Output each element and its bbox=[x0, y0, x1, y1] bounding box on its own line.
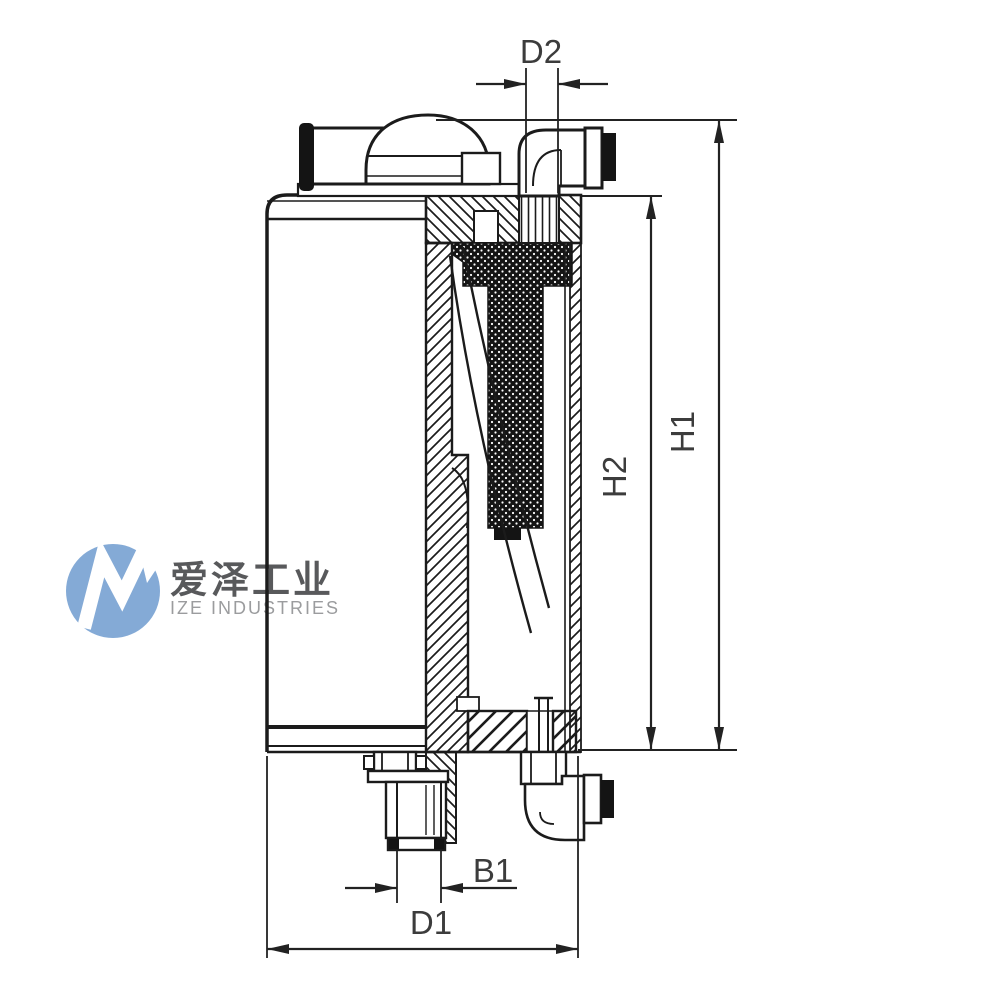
b1-arrowhead bbox=[375, 883, 397, 893]
d1-arrowhead bbox=[267, 944, 289, 954]
drain-plug-cap bbox=[386, 836, 447, 852]
bottom-elbow-nut bbox=[519, 750, 568, 786]
top-elbow-cap bbox=[602, 133, 616, 181]
h1-arrowhead bbox=[714, 120, 724, 143]
bottom-elbow-ring bbox=[582, 773, 603, 825]
dimension-h1: H1 bbox=[436, 119, 737, 751]
tank-body bbox=[265, 193, 500, 754]
b1-extension-lines bbox=[396, 850, 442, 903]
top-elbow-body bbox=[517, 128, 587, 198]
d1-extension-lines bbox=[266, 756, 579, 958]
drain-bore-lines bbox=[396, 782, 442, 838]
top-elbow-thread bbox=[518, 195, 560, 244]
drain-assembly bbox=[363, 750, 457, 852]
h2-arrowhead bbox=[646, 196, 656, 219]
top-head-assembly bbox=[296, 113, 522, 198]
dome-side-block bbox=[460, 151, 502, 186]
dimension-d2: D2 bbox=[476, 33, 608, 193]
dimension-label-d2: D2 bbox=[520, 33, 562, 70]
d2-arrowhead bbox=[558, 79, 580, 89]
right-wall-section bbox=[569, 242, 582, 753]
logo-zigzag bbox=[77, 538, 151, 630]
logo-notch-top bbox=[137, 541, 163, 583]
central-section-column bbox=[424, 193, 583, 754]
dimension-label-d1: D1 bbox=[410, 904, 452, 941]
flange-stud bbox=[538, 699, 549, 752]
dimension-label-b1: B1 bbox=[473, 852, 513, 889]
dimension-b1: B1 bbox=[345, 850, 517, 903]
drain-plug-body bbox=[384, 780, 448, 840]
top-elbow-ring bbox=[583, 126, 604, 190]
tank-outline bbox=[265, 193, 500, 752]
ize-logo: 爱泽工业 IZE INDUSTRIES bbox=[66, 538, 340, 654]
dimension-label-h1: H1 bbox=[664, 411, 701, 453]
d1-arrowhead bbox=[556, 944, 578, 954]
head-base-plate bbox=[296, 182, 522, 198]
b1-arrowhead bbox=[441, 883, 463, 893]
seat-step bbox=[456, 696, 480, 712]
bottom-elbow-cap bbox=[601, 780, 614, 818]
h2-arrowhead bbox=[646, 727, 656, 750]
drain-washer bbox=[366, 769, 450, 784]
element-foot bbox=[494, 528, 521, 540]
dimension-label-h2: H2 bbox=[596, 456, 633, 498]
d2-extension-lines bbox=[525, 68, 559, 193]
brand-name-cn: 爱泽工业 bbox=[170, 560, 334, 602]
dimension-h2: H2 bbox=[582, 195, 662, 750]
bottom-elbow-body bbox=[523, 774, 586, 842]
top-elbow-fitting bbox=[517, 126, 616, 244]
drain-nut bbox=[372, 750, 418, 773]
brand-name-en: IZE INDUSTRIES bbox=[170, 598, 340, 618]
d2-arrowhead bbox=[504, 79, 526, 89]
logo-notch-bottom bbox=[73, 633, 101, 654]
h1-arrowhead bbox=[714, 727, 724, 750]
bottom-elbow-fitting bbox=[519, 750, 614, 842]
dimension-d1: D1 bbox=[266, 756, 579, 958]
cable-gland bbox=[299, 123, 314, 191]
cover-plate-slot bbox=[473, 210, 499, 244]
